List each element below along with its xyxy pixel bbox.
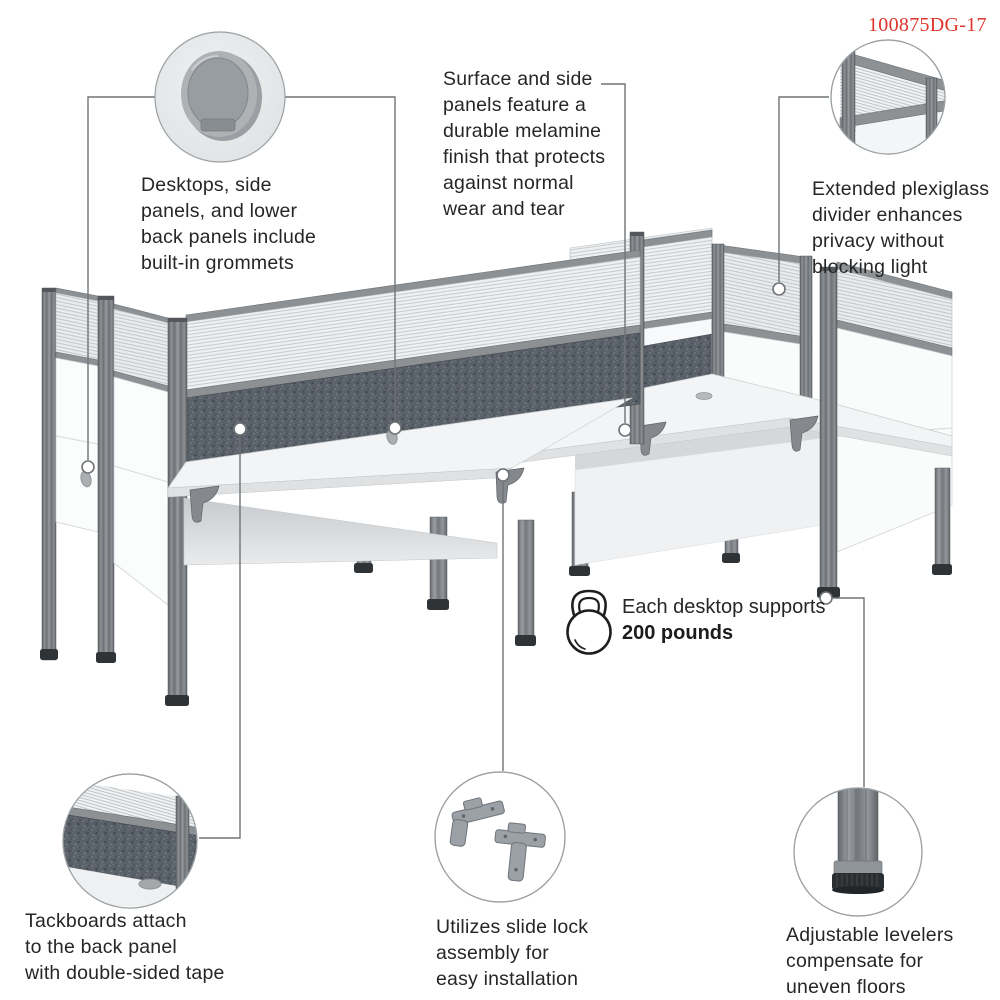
weight-note-line1: Each desktop supports <box>622 596 826 618</box>
marker-leveler <box>819 591 833 605</box>
kettlebell-icon <box>566 589 612 655</box>
marker-melamine <box>618 423 632 437</box>
callout-line-melamine <box>601 83 626 423</box>
marker-grommet-panel <box>81 460 95 474</box>
product-code: 100875DG-17 <box>868 14 987 36</box>
tackboard-detail-icon <box>62 773 198 909</box>
cubicle-cluster <box>40 227 953 706</box>
callout-line-leveler <box>833 597 865 787</box>
callout-line-grommet-right <box>285 96 396 421</box>
grommet-detail-icon <box>154 31 286 163</box>
marker-grommet-desktop <box>388 421 402 435</box>
weight-note-line2: 200 pounds <box>622 622 734 644</box>
marker-plexiglass <box>772 282 786 296</box>
callout-text-slide-lock: Utilizes slide lock assembly for easy in… <box>436 916 589 990</box>
slide-lock-detail-icon <box>434 771 566 903</box>
callout-text-grommets: Desktops, side panels, and lower back pa… <box>141 174 317 274</box>
callout-line-tackboard <box>199 436 241 839</box>
callout-text-melamine: Surface and side panels feature a durabl… <box>443 68 606 220</box>
callout-text-plexiglass: Extended plexiglass divider enhances pri… <box>812 178 990 278</box>
callout-text-levelers: Adjustable levelers compensate for uneve… <box>786 924 954 998</box>
callout-line-plexiglass <box>778 96 829 282</box>
marker-tackboard <box>233 422 247 436</box>
leveler-detail-icon <box>793 787 923 917</box>
callout-line-grommet-left <box>87 96 155 460</box>
callout-lines <box>87 83 865 839</box>
callout-markers <box>81 282 833 605</box>
plexiglass-detail-icon <box>830 39 946 155</box>
callout-text-tackboards: Tackboards attach to the back panel with… <box>25 910 225 984</box>
marker-slide-lock <box>496 468 510 482</box>
